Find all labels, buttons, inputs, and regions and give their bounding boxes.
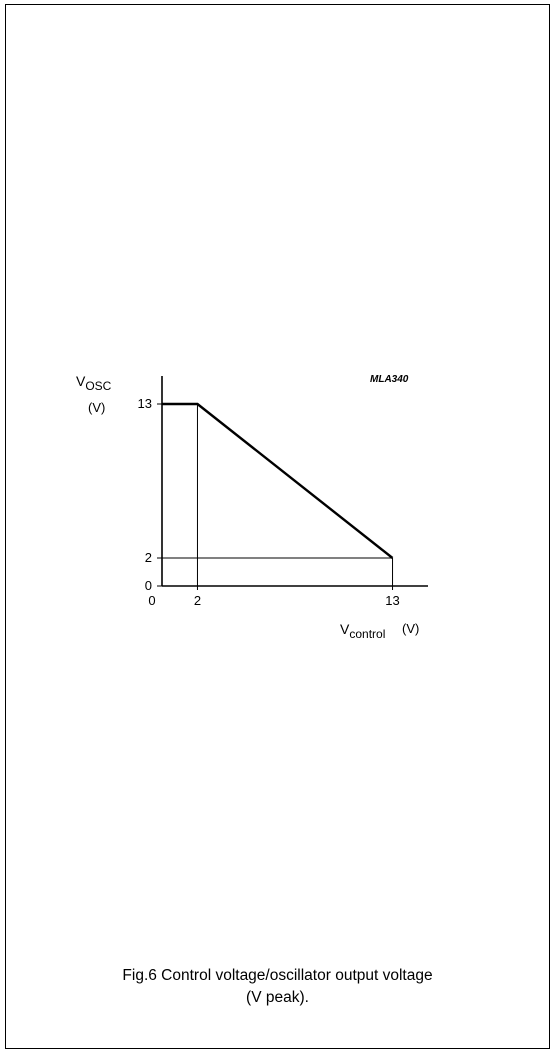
reference-lines <box>162 404 394 586</box>
x-axis-label: Vcontrol <box>340 621 385 641</box>
y-tick-label-2: 2 <box>145 550 152 565</box>
x-tick-label-13: 13 <box>385 593 399 608</box>
series-group <box>162 402 394 559</box>
y-axis-label-sub: OSC <box>85 379 111 393</box>
y-tick-label-0: 0 <box>145 578 152 593</box>
y-axis-label: VOSC <box>76 373 112 393</box>
figure-frame <box>5 4 550 1049</box>
series-line-1 <box>162 402 394 559</box>
axes-group <box>161 376 428 587</box>
x-axis-label-main: V <box>340 621 350 637</box>
caption-line-2: (V peak). <box>246 989 309 1006</box>
y-tick-label-13: 13 <box>138 396 152 411</box>
x-tick-label-2: 2 <box>194 593 201 608</box>
x-axis-unit: (V) <box>402 621 419 636</box>
x-axis-label-sub: control <box>349 627 385 641</box>
y-axis-label-main: V <box>76 373 86 389</box>
caption-line-1: Fig.6 Control voltage/oscillator output … <box>122 967 433 984</box>
y-axis-unit: (V) <box>88 400 105 415</box>
figure-caption: Fig.6 Control voltage/oscillator output … <box>5 965 550 1009</box>
ticks-group: 0 2 13 0 2 13 <box>138 396 400 608</box>
x-tick-label-0: 0 <box>148 593 155 608</box>
figure-code: MLA340 <box>370 374 409 385</box>
